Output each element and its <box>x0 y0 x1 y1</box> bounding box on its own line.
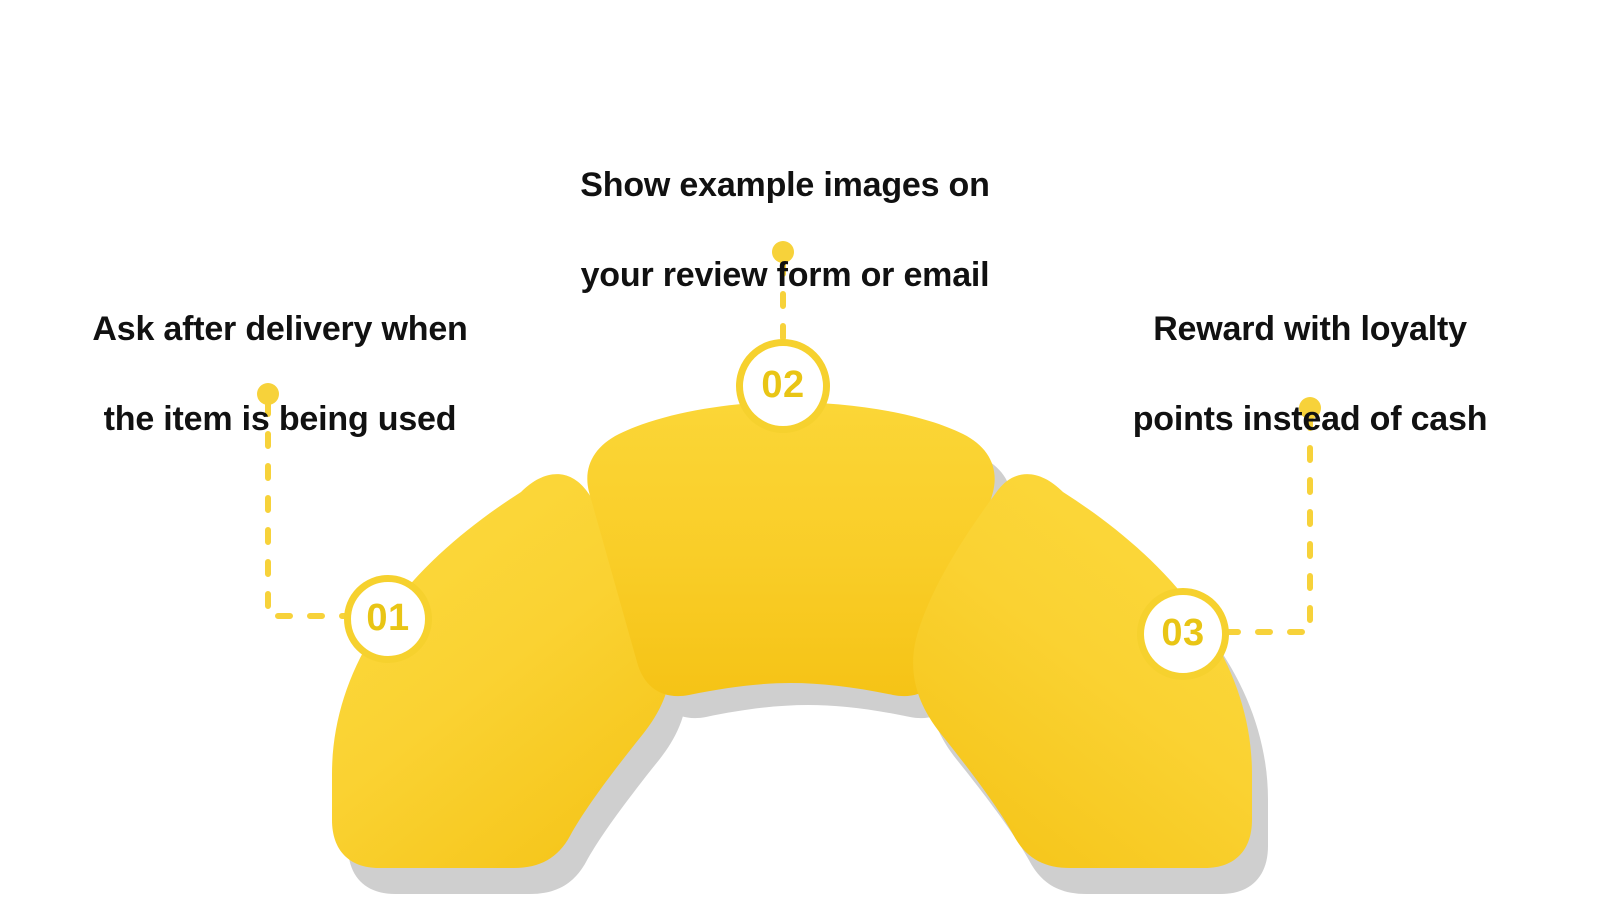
connector-lines <box>265 259 1313 635</box>
step-badge-02[interactable]: 02 <box>736 339 830 433</box>
step-caption-02-line2: your review form or email <box>580 255 990 294</box>
step-caption-02-line1: Show example images on <box>580 165 990 204</box>
connector-dots <box>257 241 1321 419</box>
step-badge-03-number: 03 <box>1161 612 1205 654</box>
connector-dot-02 <box>772 241 794 263</box>
step-badge-03[interactable]: 03 <box>1137 588 1229 680</box>
petal-left <box>332 474 671 868</box>
connector-dot-03 <box>1299 397 1321 419</box>
step-caption-02: Show example images on your review form … <box>535 118 1035 342</box>
step-caption-01: Ask after delivery when the item is bein… <box>40 262 520 486</box>
step-caption-03-line1: Reward with loyalty <box>1153 309 1467 348</box>
connector-dot-01 <box>257 383 279 405</box>
step-badge-02-number: 02 <box>761 364 805 406</box>
step-caption-01-line1: Ask after delivery when <box>92 309 468 348</box>
step-caption-03-line2: points instead of cash <box>1132 399 1488 438</box>
step-caption-03: Reward with loyalty points instead of ca… <box>1080 262 1540 486</box>
connector-line-01 <box>265 399 355 619</box>
petal-right <box>913 474 1252 868</box>
step-caption-01-line2: the item is being used <box>103 399 457 438</box>
petal-center <box>587 402 995 697</box>
step-badge-01[interactable]: 01 <box>344 575 432 663</box>
connector-line-03 <box>1223 413 1313 635</box>
step-badge-01-number: 01 <box>366 597 410 639</box>
